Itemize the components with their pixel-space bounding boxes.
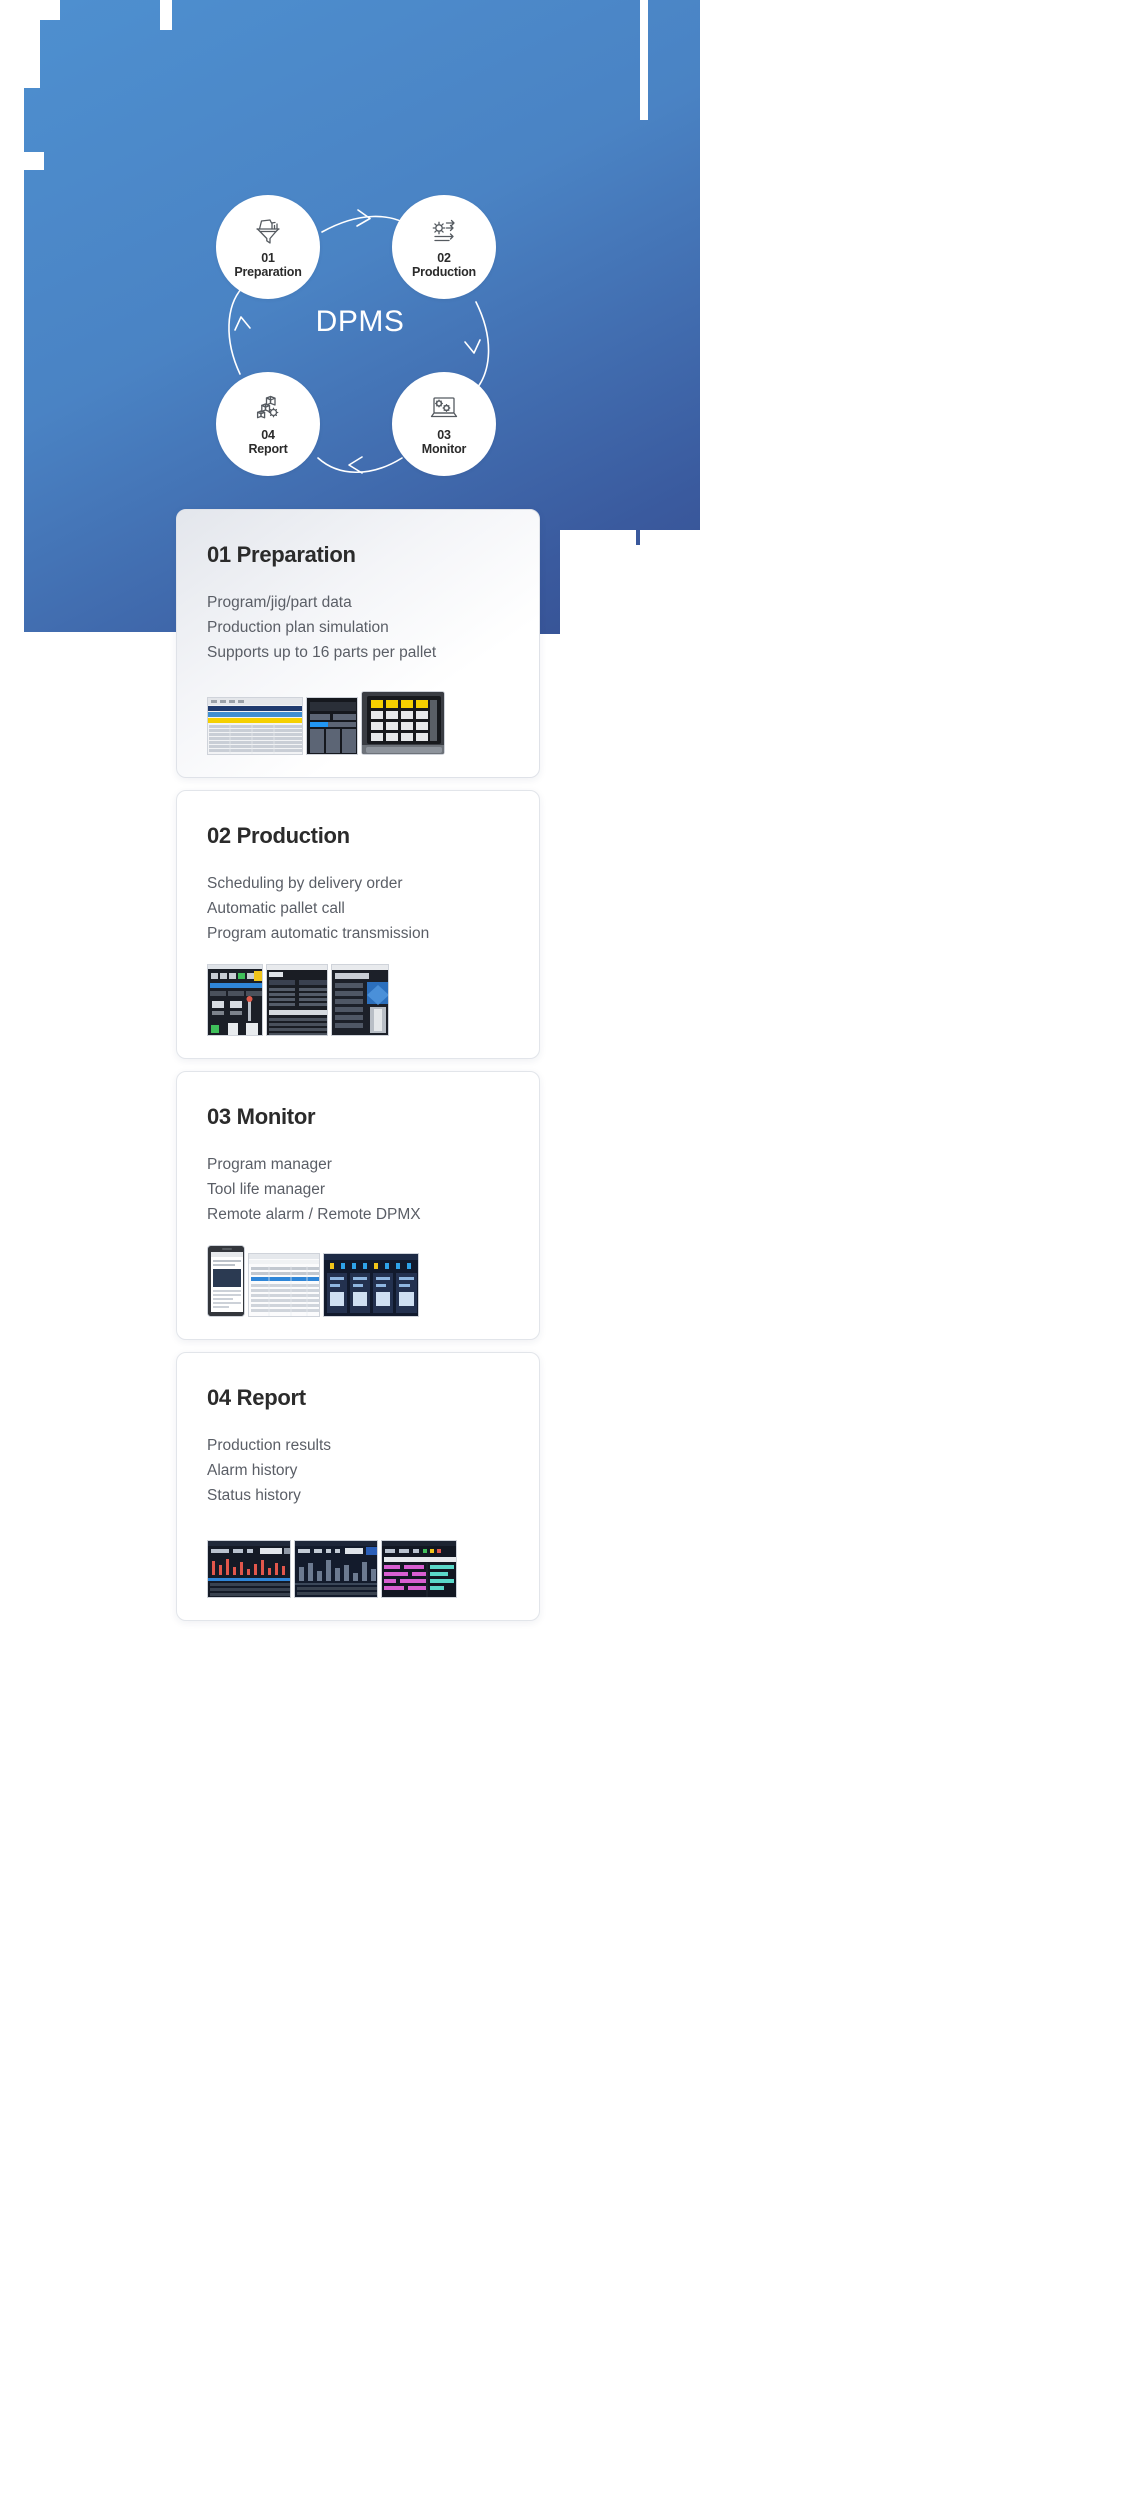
diagram-center-label: DPMS: [315, 305, 405, 338]
feature-card-preparation[interactable]: 01 Preparation Program/jig/part data Pro…: [176, 509, 540, 778]
thumbnail-machine-status-screen[interactable]: [323, 1253, 419, 1317]
cycle-node-label: Monitor: [421, 442, 467, 456]
cycle-node-preparation[interactable]: 01 Preparation: [216, 195, 320, 299]
feature-card-report[interactable]: 04 Report Production results Alarm histo…: [176, 1352, 540, 1621]
cycle-node-label: Production: [412, 265, 476, 279]
cycle-node-label: Preparation: [234, 265, 302, 279]
cycle-node-number: 01: [261, 251, 275, 265]
card-line: Tool life manager: [207, 1181, 326, 1198]
card-line: Alarm history: [207, 1462, 298, 1479]
thumbnail-keypad-panel-screen[interactable]: [361, 691, 445, 755]
thumbnail-schedule-list-screen[interactable]: [266, 964, 328, 1036]
cycle-node-number: 02: [437, 251, 451, 265]
card-thumbnail-strip: [207, 1526, 509, 1598]
blocks-gear-icon: [251, 391, 285, 425]
card-body: Scheduling by delivery order Automatic p…: [207, 871, 509, 946]
thumbnail-control-panel-screen[interactable]: [207, 964, 263, 1036]
card-line: Program/jig/part data: [207, 594, 352, 611]
thumbnail-pallet-detail-screen[interactable]: [331, 964, 389, 1036]
card-line: Production plan simulation: [207, 619, 389, 636]
cycle-node-production[interactable]: 02 Production: [392, 195, 496, 299]
gear-flow-icon: [427, 214, 461, 248]
cycle-node-monitor[interactable]: 03 Monitor: [392, 372, 496, 476]
card-line: Remote alarm / Remote DPMX: [207, 1206, 421, 1223]
feature-card-list: 01 Preparation Program/jig/part data Pro…: [176, 509, 540, 1633]
funnel-data-icon: [251, 214, 285, 248]
card-title: 02 Production: [207, 823, 350, 848]
thumbnail-results-report-screen[interactable]: [207, 1540, 291, 1598]
card-thumbnail-strip: [207, 964, 509, 1036]
cycle-node-label: Report: [248, 442, 288, 456]
card-title: 04 Report: [207, 1385, 306, 1410]
hero-background: [0, 0, 1140, 1040]
cycle-node-number: 04: [261, 428, 275, 442]
card-thumbnail-strip: [207, 683, 509, 755]
card-body: Program manager Tool life manager Remote…: [207, 1152, 509, 1227]
cycle-node-report[interactable]: 04 Report: [216, 372, 320, 476]
thumbnail-dark-panel-screen[interactable]: [306, 697, 358, 755]
card-line: Supports up to 16 parts per pallet: [207, 644, 437, 661]
dpms-cycle-diagram: DPMS 01 Preparation: [180, 160, 540, 510]
feature-card-monitor[interactable]: 03 Monitor Program manager Tool life man…: [176, 1071, 540, 1340]
card-line: Automatic pallet call: [207, 900, 345, 917]
feature-card-production[interactable]: 02 Production Scheduling by delivery ord…: [176, 790, 540, 1059]
thumbnail-spreadsheet-screen[interactable]: [207, 697, 303, 755]
card-line: Program automatic transmission: [207, 925, 430, 942]
card-body: Production results Alarm history Status …: [207, 1433, 509, 1508]
card-line: Status history: [207, 1487, 301, 1504]
card-title: 03 Monitor: [207, 1104, 316, 1129]
thumbnail-chart-report-screen[interactable]: [294, 1540, 378, 1598]
card-line: Production results: [207, 1437, 332, 1454]
card-line: Scheduling by delivery order: [207, 875, 403, 892]
thumbnail-grid-report-screen[interactable]: [381, 1540, 457, 1598]
card-body: Program/jig/part data Production plan si…: [207, 590, 509, 665]
card-line: Program manager: [207, 1156, 332, 1173]
card-thumbnail-strip: [207, 1245, 509, 1317]
laptop-gears-icon: [427, 391, 461, 425]
thumbnail-program-manager-screen[interactable]: [248, 1253, 320, 1317]
card-title: 01 Preparation: [207, 542, 356, 567]
thumbnail-mobile-app-screen[interactable]: [207, 1245, 245, 1317]
cycle-node-number: 03: [437, 428, 451, 442]
